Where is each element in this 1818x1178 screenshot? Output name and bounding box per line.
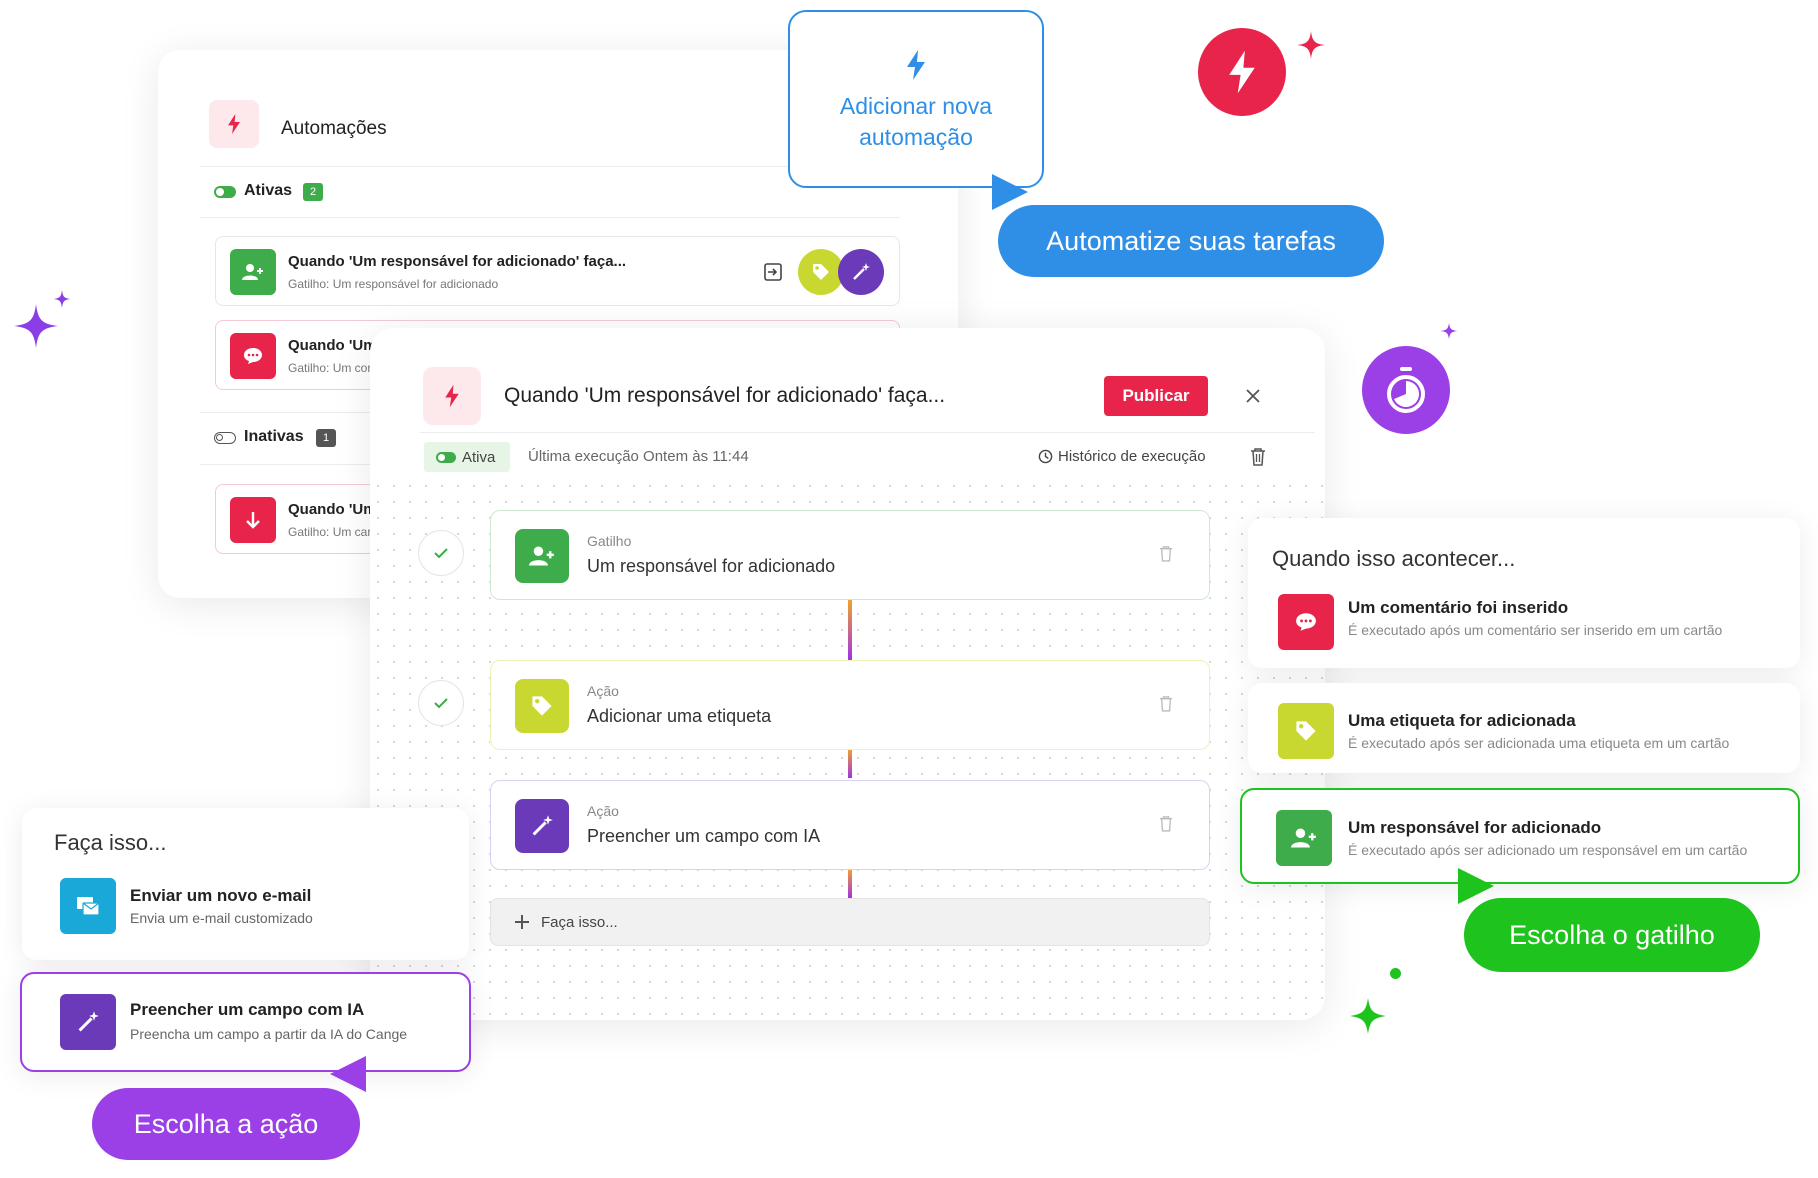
lightning-icon (445, 384, 459, 408)
choose-trigger-pill: Escolha o gatilho (1464, 898, 1760, 972)
trigger-option-selected[interactable]: Um responsável for adicionado É executad… (1240, 788, 1800, 884)
trigger-title: Uma etiqueta for adicionada (1348, 711, 1576, 730)
tag-icon (515, 679, 569, 733)
tag-badge (798, 249, 844, 295)
step-label: Ação (587, 803, 619, 819)
row-title: Quando 'Um (288, 501, 377, 518)
actions-panel: Faça isso... Enviar um novo e-mail Envia… (22, 808, 469, 960)
trigger-title: Um responsável for adicionado (1348, 818, 1602, 837)
row-subtitle: Gatilho: Um responsável for adicionado (288, 277, 499, 291)
step-label: Ação (587, 683, 619, 699)
step-check (418, 530, 464, 576)
row-subtitle: Gatilho: Um car (288, 525, 372, 539)
lightning-badge (1198, 28, 1286, 116)
lightning-icon (228, 114, 240, 134)
magic-wand-icon (60, 994, 116, 1050)
panel-title: Automações (281, 118, 387, 139)
publish-button[interactable]: Publicar (1104, 376, 1208, 416)
sparkle-icon (1297, 31, 1325, 59)
plus-icon (515, 915, 529, 929)
magic-wand-icon (515, 799, 569, 853)
inactive-count-badge: 1 (316, 429, 336, 447)
action-subtitle: Preencha um campo a partir da IA do Cang… (130, 1026, 408, 1042)
row-title: Quando 'Um (288, 337, 377, 354)
step-check (418, 680, 464, 726)
enter-icon[interactable] (764, 263, 782, 281)
row-title: Quando 'Um responsável for adicionado' f… (288, 253, 627, 270)
timer-badge (1362, 346, 1450, 434)
status-toggle (436, 451, 456, 463)
step-value: Um responsável for adicionado (587, 556, 836, 576)
actions-title: Faça isso... (54, 830, 167, 855)
add-automation-line2: automação (859, 124, 973, 150)
action-title: Enviar um novo e-mail (130, 886, 312, 905)
sparkle-icon (1441, 323, 1457, 339)
inactive-toggle[interactable] (214, 432, 236, 444)
editor-logo (423, 367, 481, 425)
magic-wand-icon (853, 263, 870, 280)
add-step-button[interactable]: Faça isso... (490, 898, 1210, 946)
choose-action-pill: Escolha a ação (92, 1088, 360, 1160)
action-option-selected[interactable]: Preencher um campo com IA Preencha um ca… (20, 972, 471, 1072)
trigger-subtitle: É executado após ser adicionada uma etiq… (1348, 735, 1730, 751)
cursor-pointer-icon (330, 1056, 366, 1092)
active-toggle[interactable] (214, 186, 236, 198)
step-value: Preencher um campo com IA (587, 826, 821, 846)
lightning-icon (1229, 50, 1255, 94)
action-step[interactable]: Ação Preencher um campo com IA (490, 780, 1210, 870)
user-plus-icon (230, 249, 276, 295)
timer-icon (1387, 367, 1425, 413)
inactive-label: Inativas (244, 428, 304, 445)
trigger-option[interactable]: Um comentário foi inserido É executado a… (1248, 586, 1800, 666)
trigger-subtitle: É executado após ser adicionado um respo… (1348, 842, 1748, 858)
automate-tasks-pill: Automatize suas tarefas (998, 205, 1384, 277)
check-icon (434, 698, 448, 709)
editor-title: Quando 'Um responsável for adicionado' f… (504, 384, 946, 407)
add-automation-card[interactable]: Adicionar nova automação (788, 10, 1044, 188)
trigger-option[interactable]: Uma etiqueta for adicionada É executado … (1248, 683, 1800, 773)
triggers-panel: Quando isso acontecer... Um comentário f… (1248, 518, 1800, 668)
check-icon (434, 548, 448, 559)
last-run-text: Última execução Ontem às 11:44 (528, 448, 749, 465)
cursor-pointer-icon (1458, 868, 1494, 904)
email-icon (60, 878, 116, 934)
active-count-badge: 2 (303, 183, 323, 201)
action-option[interactable]: Enviar um novo e-mail Envia um e-mail cu… (22, 878, 469, 948)
close-icon[interactable] (1246, 389, 1260, 403)
triggers-title: Quando isso acontecer... (1272, 546, 1516, 571)
lightning-icon (907, 50, 925, 80)
trash-icon[interactable] (1159, 695, 1173, 712)
comment-icon (230, 333, 276, 379)
user-plus-icon (515, 529, 569, 583)
status-badge: Ativa (424, 442, 510, 472)
automation-row[interactable]: Quando 'Um responsável for adicionado' f… (215, 236, 900, 306)
row-subtitle: Gatilho: Um cor (288, 361, 372, 375)
step-label: Gatilho (587, 533, 632, 549)
trigger-title: Um comentário foi inserido (1348, 598, 1569, 617)
comment-icon (1278, 594, 1334, 650)
sparkle-icon (14, 290, 70, 348)
active-label: Ativas (244, 182, 293, 199)
user-plus-icon (1276, 810, 1332, 866)
cursor-pointer-icon (992, 174, 1028, 210)
trigger-subtitle: É executado após um comentário ser inser… (1348, 622, 1723, 638)
arrow-down-icon (230, 497, 276, 543)
sparkle-icon (1350, 998, 1386, 1034)
tag-icon (1278, 703, 1334, 759)
trash-icon[interactable] (1159, 545, 1173, 562)
trash-icon[interactable] (1159, 815, 1173, 832)
action-title: Preencher um campo com IA (130, 1000, 365, 1019)
automations-logo (209, 100, 259, 148)
dot-decoration (1390, 968, 1401, 979)
add-automation-line1: Adicionar nova (839, 93, 993, 119)
history-icon (1038, 449, 1053, 464)
action-step[interactable]: Ação Adicionar uma etiqueta (490, 660, 1210, 750)
tag-icon (813, 264, 829, 280)
trash-icon[interactable] (1250, 447, 1266, 466)
action-subtitle: Envia um e-mail customizado (130, 910, 313, 926)
history-link[interactable]: Histórico de execução (1038, 448, 1206, 465)
step-value: Adicionar uma etiqueta (587, 706, 772, 726)
ai-badge (838, 249, 884, 295)
trigger-step[interactable]: Gatilho Um responsável for adicionado (490, 510, 1210, 600)
